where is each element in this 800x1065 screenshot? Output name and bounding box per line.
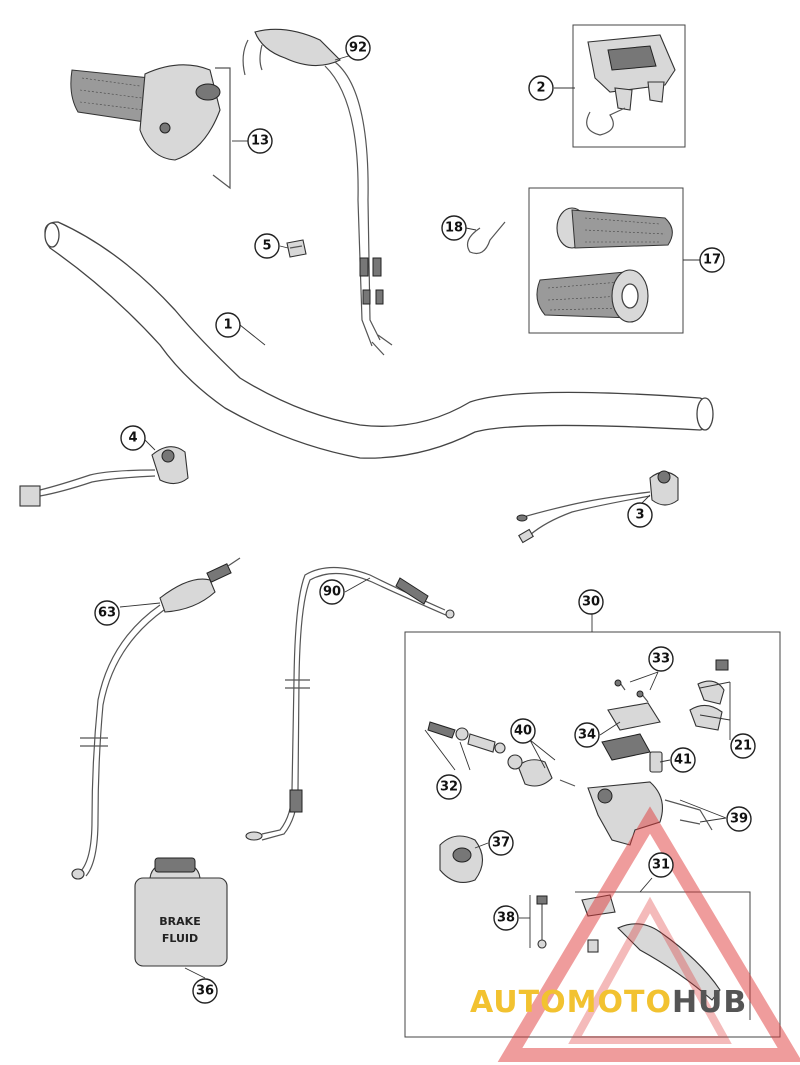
hot-start-cable bbox=[71, 557, 241, 880]
watermark-triangle bbox=[497, 806, 800, 1062]
callout-5: 5 bbox=[254, 233, 280, 259]
callout-90-label: 90 bbox=[323, 585, 341, 600]
callout-90: 90 bbox=[319, 579, 345, 605]
master-cylinder-body bbox=[587, 781, 713, 846]
piston-kit bbox=[424, 721, 506, 771]
callout-31-label: 31 bbox=[652, 858, 670, 873]
callout-17: 17 bbox=[699, 247, 725, 273]
callout-13-label: 13 bbox=[251, 134, 269, 149]
callout-30: 30 bbox=[578, 589, 604, 615]
leader-lines bbox=[119, 54, 731, 979]
callout-39: 39 bbox=[726, 806, 752, 832]
throttle-cable-set bbox=[242, 28, 393, 356]
watermark-part2: HUB bbox=[672, 985, 747, 1020]
callout-1: 1 bbox=[215, 312, 241, 338]
callout-3-label: 3 bbox=[635, 508, 644, 523]
callout-37-label: 37 bbox=[492, 836, 510, 851]
callout-63-label: 63 bbox=[98, 606, 116, 621]
callout-31: 31 bbox=[648, 852, 674, 878]
callout-2-label: 2 bbox=[536, 81, 545, 96]
callout-36: 36 bbox=[192, 978, 218, 1004]
brake-fluid-bottle: BRAKE FLUID bbox=[134, 857, 228, 967]
callout-92: 92 bbox=[345, 35, 371, 61]
callout-32-label: 32 bbox=[440, 780, 458, 795]
callout-18-label: 18 bbox=[445, 221, 463, 236]
callout-92-label: 92 bbox=[349, 41, 367, 56]
callout-4-label: 4 bbox=[128, 431, 137, 446]
bottle-label-line1: BRAKE bbox=[159, 915, 200, 928]
callout-18: 18 bbox=[441, 215, 467, 241]
callout-32: 32 bbox=[436, 774, 462, 800]
lever-bolt bbox=[529, 895, 548, 949]
start-button bbox=[516, 470, 679, 544]
callout-3: 3 bbox=[627, 502, 653, 528]
callout-38-label: 38 bbox=[497, 911, 515, 926]
callout-34-label: 34 bbox=[578, 728, 596, 743]
callout-4: 4 bbox=[120, 425, 146, 451]
handlebar-pad-box bbox=[572, 24, 686, 148]
clutch-master-cylinder-frame bbox=[404, 612, 781, 1038]
throttle-grip-assembly bbox=[70, 64, 231, 190]
callout-30-label: 30 bbox=[582, 595, 600, 610]
callout-21-label: 21 bbox=[734, 739, 752, 754]
callout-37: 37 bbox=[488, 830, 514, 856]
callout-40: 40 bbox=[510, 718, 536, 744]
grips-set-box bbox=[528, 187, 684, 334]
reservoir-cap bbox=[601, 702, 661, 761]
cable-tie bbox=[467, 221, 506, 255]
cable-clip bbox=[286, 239, 307, 258]
callout-36-label: 36 bbox=[196, 984, 214, 999]
lever-guard bbox=[439, 835, 484, 883]
svg-text:AUTOMOTOHUB: AUTOMOTOHUB bbox=[470, 985, 747, 1020]
watermark-logo: AUTOMOTOHUB bbox=[470, 985, 747, 1020]
callout-33: 33 bbox=[648, 646, 674, 672]
callout-17-label: 17 bbox=[703, 253, 721, 268]
callout-38: 38 bbox=[493, 905, 519, 931]
rubber-boot bbox=[507, 754, 576, 787]
clutch-cable bbox=[245, 566, 455, 841]
watermark-part1: AUTOMOTO bbox=[470, 985, 672, 1020]
callout-40-label: 40 bbox=[514, 724, 532, 739]
callout-5-label: 5 bbox=[262, 239, 271, 254]
callout-41: 41 bbox=[670, 747, 696, 773]
callout-41-label: 41 bbox=[674, 753, 692, 768]
callout-13: 13 bbox=[247, 128, 273, 154]
callout-33-label: 33 bbox=[652, 652, 670, 667]
callout-21: 21 bbox=[730, 733, 756, 759]
callout-34: 34 bbox=[574, 722, 600, 748]
handlebar-clamp bbox=[689, 659, 729, 731]
callout-63: 63 bbox=[94, 600, 120, 626]
callout-2: 2 bbox=[528, 75, 554, 101]
handlebar bbox=[44, 221, 714, 459]
callout-39-label: 39 bbox=[730, 812, 748, 827]
callout-1-label: 1 bbox=[223, 318, 232, 333]
kill-switch bbox=[19, 446, 189, 507]
reservoir-screws bbox=[614, 679, 649, 703]
bottle-label-line2: FLUID bbox=[162, 932, 198, 945]
